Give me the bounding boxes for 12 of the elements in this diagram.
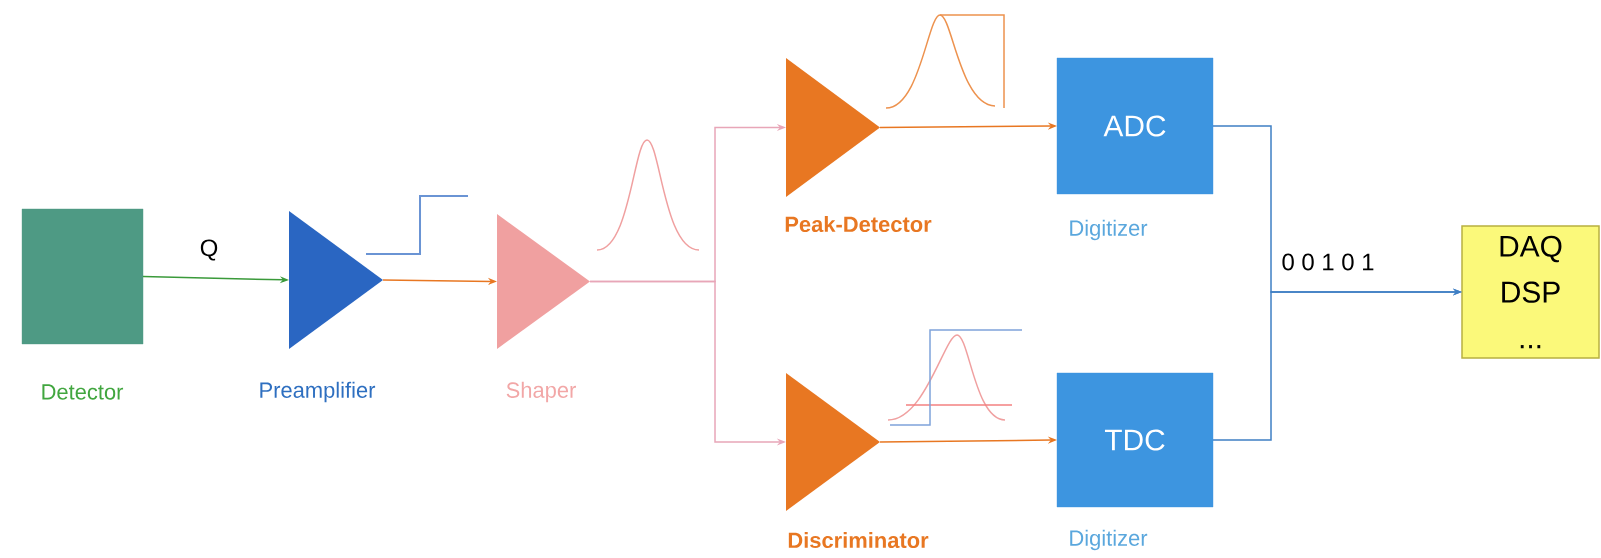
block-label: Digitizer bbox=[1070, 529, 1148, 551]
block-label: Shaper bbox=[506, 381, 576, 403]
block-label: Digitizer bbox=[1070, 219, 1148, 241]
converter-box: TDC bbox=[1056, 372, 1214, 508]
edge-label: 0 0 1 0 1 bbox=[1280, 252, 1376, 272]
system-box: DAQ DSP ... bbox=[1461, 225, 1600, 359]
converter-box: ADC bbox=[1056, 57, 1214, 195]
block-label: Peak-Detector bbox=[785, 215, 932, 233]
block-label: Preamplifier bbox=[260, 381, 376, 403]
edge-label: Q bbox=[198, 238, 220, 262]
block-label: Detector bbox=[42, 384, 124, 400]
block-label: Discriminator bbox=[788, 531, 929, 549]
